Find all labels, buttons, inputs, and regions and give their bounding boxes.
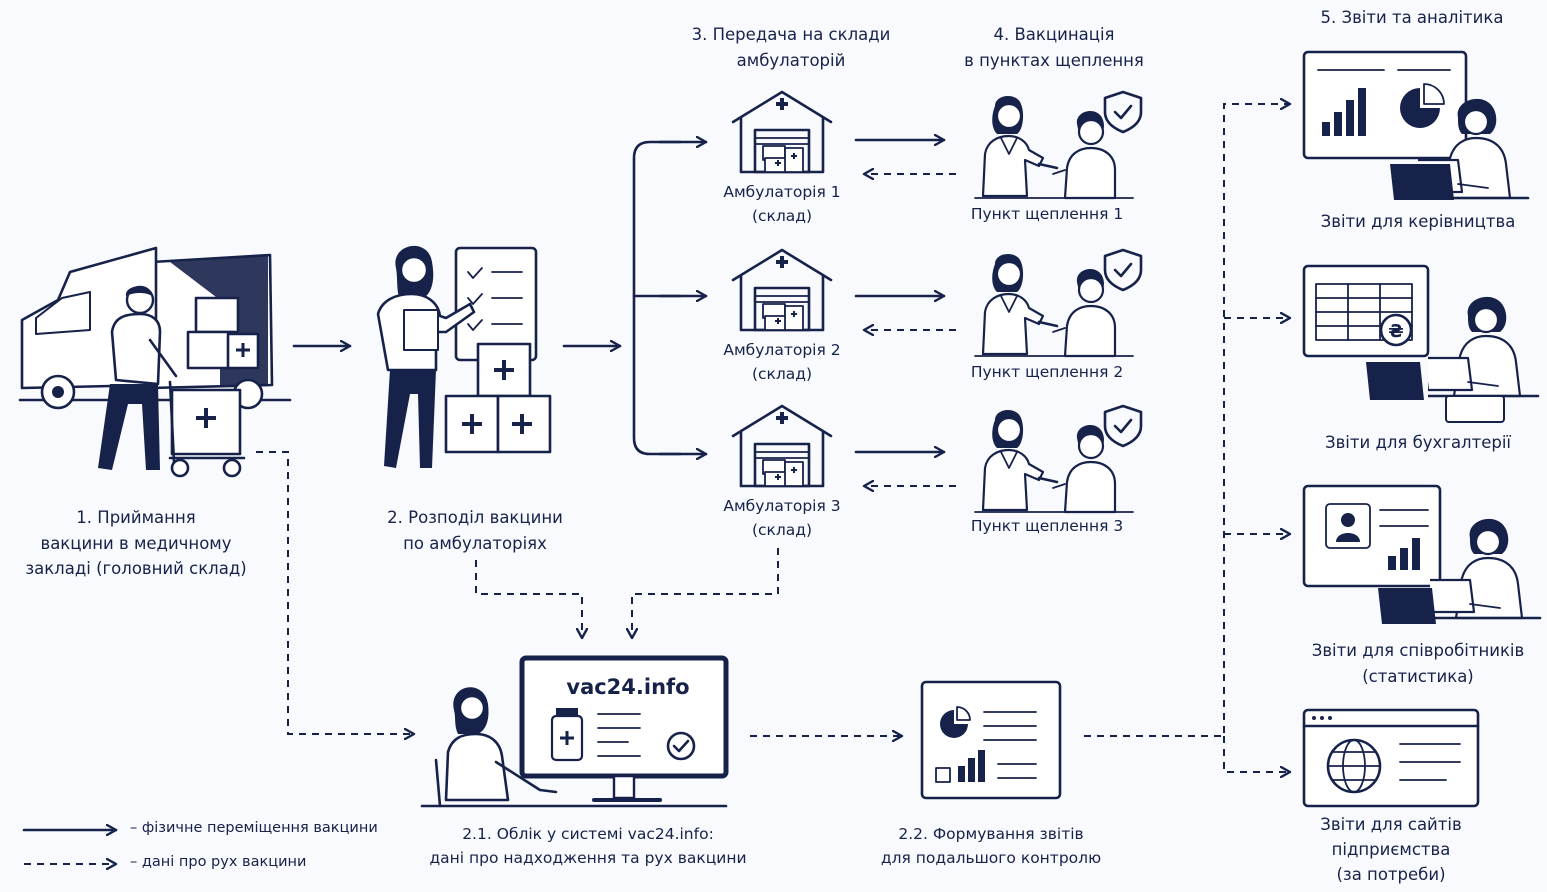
report-website-line3: (за потреби)	[1336, 864, 1446, 884]
report-employees-line2: (статистика)	[1362, 666, 1474, 686]
step21-label-line1: 2.1. Облік у системі vac24.info:	[462, 825, 714, 843]
report-management-text: Звіти для керівництва	[1320, 212, 1516, 231]
step3-label-line2: амбулаторій	[736, 50, 846, 70]
legend-solid-text: – фізичне переміщення вакцини	[130, 820, 378, 836]
clinic-3-sub: (склад)	[751, 521, 813, 540]
data-to-website-report	[1223, 736, 1290, 772]
clinic-2-name: Амбулаторія 2	[723, 341, 841, 359]
report-employees-illustration	[1302, 484, 1542, 624]
report-website-illustration	[1302, 708, 1480, 808]
data-step3-to-system	[632, 548, 779, 638]
step2-label-line2: по амбулаторіях	[403, 533, 547, 553]
point-3-label: Пункт щеплення 3	[950, 514, 1144, 538]
split-bracket	[632, 140, 682, 456]
report-accounting-label: Звіти для бухгалтерії	[1296, 430, 1540, 456]
worker-with-cart-illustration	[98, 285, 246, 478]
step21-label-line2: дані про надходження та рух вакцини	[429, 849, 747, 868]
point-2-name: Пункт щеплення 2	[970, 363, 1124, 381]
report-website-line1: Звіти для сайтів	[1320, 815, 1462, 834]
data-flow-arrows	[256, 104, 1290, 772]
system-brand-text: vac24.info	[566, 675, 689, 699]
point-1-label: Пункт щеплення 1	[950, 202, 1144, 226]
physical-flow-arrows	[292, 140, 946, 456]
point-2-label: Пункт щеплення 2	[950, 360, 1144, 384]
data-step1-to-system	[256, 451, 414, 734]
vac24-system-illustration: vac24.info	[420, 655, 729, 808]
data-step2-to-system	[475, 560, 582, 638]
step5-title: 5. Звіти та аналітика	[1290, 5, 1534, 31]
distribution-illustration	[376, 245, 552, 468]
step1-label-line2: вакцини в медичному	[40, 533, 232, 553]
report-accounting-illustration: ₴	[1302, 264, 1540, 423]
step1-label-line1: 1. Приймання	[76, 508, 196, 527]
vaccination-point-2-icon	[973, 248, 1143, 358]
clinic-1-icon	[731, 90, 833, 174]
report-management-illustration	[1302, 50, 1530, 200]
step21-label: 2.1. Облік у системі vac24.info: дані пр…	[404, 822, 772, 870]
clinic-2-icon	[731, 248, 833, 332]
step22-label-line1: 2.2. Формування звітів	[898, 825, 1084, 843]
step4-label-line2: в пунктах щеплення	[964, 50, 1144, 70]
report-website-label: Звіти для сайтів підприємства (за потреб…	[1296, 813, 1486, 887]
report-accounting-text: Звіти для бухгалтерії	[1324, 433, 1512, 452]
step4-label: 4. Вакцинація в пунктах щеплення	[944, 22, 1164, 73]
clinic-1-label: Амбулаторія 1 (склад)	[696, 180, 868, 228]
data-to-management-report	[1084, 104, 1290, 737]
step3-label: 3. Передача на склади амбулаторій	[664, 22, 918, 73]
step1-label: 1. Приймання вакцини в медичному закладі…	[10, 505, 262, 582]
clinic-2-sub: (склад)	[751, 365, 813, 384]
step5-title-text: 5. Звіти та аналітика	[1320, 8, 1504, 27]
report-website-line2: підприємства	[1331, 839, 1451, 859]
clinic-3-icon	[731, 404, 833, 488]
step3-label-line1: 3. Передача на склади	[691, 25, 891, 44]
step4-label-line1: 4. Вакцинація	[993, 25, 1115, 44]
report-employees-label: Звіти для співробітників (статистика)	[1290, 638, 1546, 689]
point-1-name: Пункт щеплення 1	[970, 205, 1124, 223]
vaccination-point-3-icon	[973, 404, 1143, 514]
clinic-2-label: Амбулаторія 2 (склад)	[696, 338, 868, 386]
step2-label-line1: 2. Розподіл вакцини	[387, 508, 563, 527]
clinic-1-name: Амбулаторія 1	[723, 183, 841, 201]
clinic-1-sub: (склад)	[751, 207, 813, 226]
clinic-3-label: Амбулаторія 3 (склад)	[696, 494, 868, 542]
svg-text:₴: ₴	[1388, 321, 1403, 342]
report-employees-line1: Звіти для співробітників	[1311, 641, 1525, 660]
step22-label: 2.2. Формування звітів для подальшого ко…	[860, 822, 1122, 870]
clinic-3-name: Амбулаторія 3	[723, 497, 841, 515]
step2-label: 2. Розподіл вакцини по амбулаторіях	[360, 505, 590, 556]
report-screen-illustration	[920, 680, 1062, 800]
step1-label-line3: закладі (головний склад)	[25, 559, 247, 579]
legend-dashed-text: – дані про рух вакцини	[130, 854, 307, 870]
step22-label-line2: для подальшого контролю	[880, 849, 1102, 868]
vaccination-point-1-icon	[973, 90, 1143, 200]
point-3-name: Пункт щеплення 3	[970, 517, 1124, 535]
report-management-label: Звіти для керівництва	[1296, 209, 1540, 235]
